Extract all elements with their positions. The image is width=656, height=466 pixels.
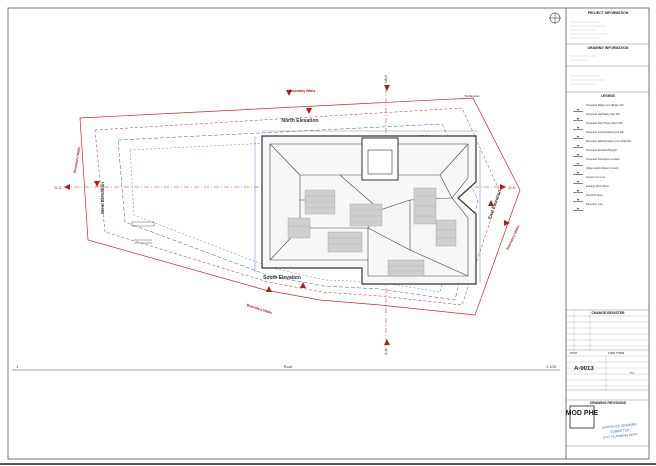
legend-symbol-icon	[572, 192, 584, 202]
legend-item: Proposed Gutter/Fascia (Gut 3D)	[572, 129, 642, 139]
legend-item: Roof Tile Area	[572, 192, 642, 202]
left-tag-markers	[131, 221, 155, 244]
legend-item-label: Existing Roof Sheet	[586, 184, 609, 188]
boundary-line-outer	[79, 97, 521, 316]
legend-item: Existing Roof Sheet	[572, 183, 642, 193]
legend-item: Proposed Hip/Valley (Hip 3D)	[572, 111, 642, 121]
legend-item: Proposed Window/Skylight	[572, 147, 642, 157]
view-scale: 1:100	[546, 364, 557, 369]
company-logo-icon	[569, 405, 595, 429]
legend-symbol-icon	[572, 156, 584, 166]
page-value: P1	[630, 372, 634, 375]
tile-hatching	[288, 195, 456, 272]
legend-item-label: Ridge Height Marker (Level)	[586, 166, 619, 170]
legend-symbol-icon	[572, 183, 584, 193]
issue-header: DRAWING REVISIONS	[590, 401, 626, 405]
marker-east-boundary	[504, 220, 510, 226]
marker-south-boundary	[266, 286, 272, 292]
legend-item-label: Proposed Downpipe Location	[586, 157, 620, 161]
section-dd-right-label: D-D	[508, 185, 515, 190]
legend-item-label: Proposed Hip/Valley (Hip 3D)	[586, 112, 620, 116]
project-info-header: PROJECT INFORMATION	[587, 11, 629, 15]
crosshair-compass-icon	[549, 12, 561, 24]
sheet-border	[7, 7, 650, 460]
legend-symbol-icon	[572, 165, 584, 175]
revision-table-grid	[566, 310, 649, 390]
boundary-wall-left-label: Boundary Walls	[73, 146, 82, 173]
legend-item-label: Roof Tile Area	[586, 193, 603, 197]
stamp-line-1: APPROVED DRAWING	[602, 422, 638, 430]
boundary-wall-right-label: Boundary Walls	[506, 225, 521, 251]
legend-symbol-icon	[572, 147, 584, 157]
section-dd-left-label: D-D	[54, 185, 61, 190]
marker-north-boundary	[286, 90, 292, 96]
legend-symbol-icon	[572, 111, 584, 121]
view-number: 1	[16, 364, 19, 369]
legend-item: Proposed Downpipe Location	[572, 156, 642, 166]
section-aa-top-label: A-A	[384, 74, 388, 81]
legend-symbol-icon	[572, 174, 584, 184]
legend-item-label: Section Cut Line	[586, 175, 606, 179]
legend-item-label: Boundary Wall Elevation Line (Wall 3D)	[586, 139, 632, 143]
boundary-wall-top-label: Boundary Walls	[289, 89, 315, 93]
legend-item: Boundary Line	[572, 201, 642, 211]
marker-aa-bottom	[384, 339, 390, 345]
marker-aa-top	[384, 85, 390, 91]
wall-outline-blue	[117, 123, 479, 301]
legend-item: Proposed Roof Slope (Roof 3D)	[572, 120, 642, 130]
drawing-number-value: A-0013	[574, 366, 594, 372]
approval-stamp: APPROVED DRAWING SUBMITTED CITY PLANNING…	[602, 422, 638, 440]
project-info-lines	[570, 21, 608, 85]
west-elevation-label: West Elevation	[100, 182, 105, 214]
legend-item-label: Boundary Line	[586, 202, 603, 206]
title-block-grid	[566, 43, 649, 447]
elevation-markers	[64, 85, 510, 345]
legend-symbol-icon	[572, 102, 584, 112]
south-elevation-label: South Elevation	[263, 275, 301, 281]
drawing-type-value: Floor Plans	[608, 352, 625, 355]
marker-north-elevation	[306, 108, 312, 114]
north-elevation-label: North Elevation	[282, 118, 319, 124]
legend-item: Boundary Wall Elevation Line (Wall 3D)	[572, 138, 642, 148]
revisions-header: CHANGE REGISTER	[591, 311, 625, 315]
stamp-line-3: CITY PLANNING DEPT	[603, 432, 638, 440]
legend-symbol-icon	[572, 129, 584, 139]
legend-symbol-icon	[572, 201, 584, 211]
legend-symbol-icon	[572, 120, 584, 130]
view-title: Roof	[284, 364, 293, 369]
stamp-line-2: SUBMITTED	[610, 428, 630, 434]
legend-item: Proposed Ridge Line (Ridge 3D)	[572, 102, 642, 112]
setback-line-red	[94, 107, 501, 306]
tile-elevation-tag: Tile Elevation	[464, 94, 480, 98]
marker-west-boundary	[94, 181, 100, 187]
marker-south-elevation	[300, 282, 306, 288]
legend-item-label: Proposed Window/Skylight	[586, 148, 617, 152]
legend-header: LEGEND	[600, 94, 616, 98]
marker-east-elevation	[488, 200, 494, 206]
legend-item: Ridge Height Marker (Level)	[572, 165, 642, 175]
drawing-title-value: Roof	[570, 352, 577, 355]
legend-item: Section Cut Line	[572, 174, 642, 184]
legend-symbol-icon	[572, 138, 584, 148]
legend-item-label: Proposed Gutter/Fascia (Gut 3D)	[586, 130, 625, 134]
section-aa-bottom-label: A-A	[384, 348, 388, 355]
boundary-wall-bottom-label: Boundary Walls	[246, 303, 272, 315]
legend-item-label: Proposed Ridge Line (Ridge 3D)	[586, 103, 624, 107]
marker-dd-left	[64, 184, 70, 190]
legend-item-label: Proposed Roof Slope (Roof 3D)	[586, 121, 623, 125]
skylight-box	[361, 137, 399, 181]
marker-dd-right	[500, 184, 506, 190]
company-logo-text: MOD PHE	[566, 410, 599, 417]
drawing-info-header: DRAWING INFORMATION	[587, 46, 629, 50]
